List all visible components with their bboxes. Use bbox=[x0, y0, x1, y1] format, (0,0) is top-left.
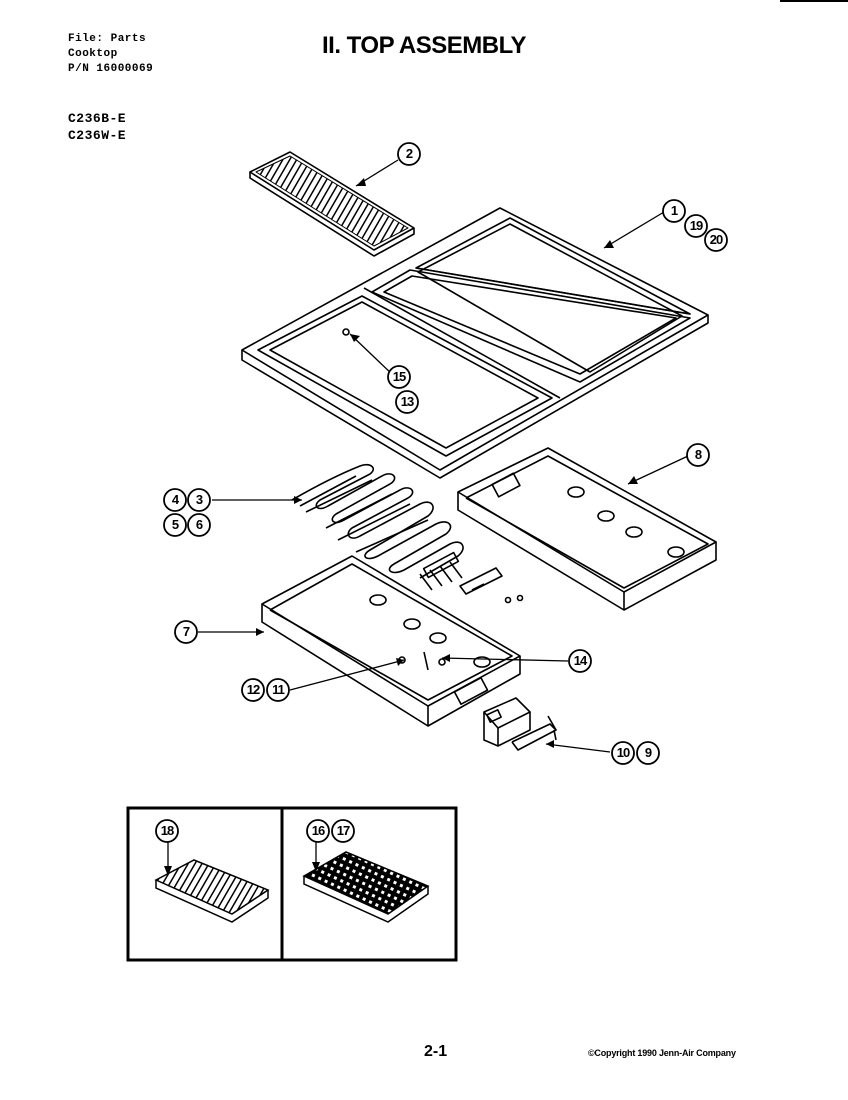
cooktop-top-frame bbox=[241, 207, 709, 479]
screw-part bbox=[342, 328, 350, 336]
callout-19-label: 19 bbox=[689, 218, 703, 233]
burner-pan-right bbox=[457, 447, 717, 611]
callout-6-label: 6 bbox=[195, 517, 203, 532]
callout-4-label: 4 bbox=[171, 492, 179, 507]
file-line: File: Parts bbox=[68, 33, 147, 45]
callout-circles bbox=[155, 142, 728, 843]
callout-15-label: 15 bbox=[392, 369, 406, 384]
burner-pan-left bbox=[261, 555, 521, 727]
accessory-inset bbox=[126, 806, 458, 962]
file-info: File: Parts Cooktop P/N 16000069 bbox=[68, 32, 153, 77]
control-switch-part bbox=[483, 697, 557, 751]
callout-16-label: 16 bbox=[311, 823, 325, 838]
model-number: C236B-E bbox=[68, 111, 127, 126]
leader-arrowheads bbox=[256, 178, 638, 748]
model-list: C236B-E C236W-E bbox=[68, 110, 126, 144]
callout-10-label: 10 bbox=[616, 745, 630, 760]
leader-lines bbox=[198, 159, 689, 753]
callout-5-label: 5 bbox=[171, 517, 179, 532]
callout-13-label: 13 bbox=[400, 394, 414, 409]
callout-11-label: 11 bbox=[272, 682, 285, 697]
part-number-line: P/N 16000069 bbox=[68, 63, 154, 75]
callout-7-label: 7 bbox=[182, 624, 190, 639]
callout-12-label: 12 bbox=[246, 682, 260, 697]
heating-element-part bbox=[291, 463, 524, 604]
top-edge-rule bbox=[780, 0, 848, 2]
callout-17-label: 17 bbox=[336, 823, 350, 838]
vent-grille-part bbox=[249, 151, 415, 257]
callout-2-label: 2 bbox=[405, 146, 413, 161]
page-number: 2-1 bbox=[424, 1043, 448, 1060]
callout-8-label: 8 bbox=[694, 447, 702, 462]
callout-18-label: 18 bbox=[160, 823, 174, 838]
copyright-notice: ©Copyright 1990 Jenn-Air Company bbox=[588, 1048, 736, 1058]
callout-3-label: 3 bbox=[195, 492, 203, 507]
callout-14-label: 14 bbox=[573, 653, 587, 668]
callout-9-label: 9 bbox=[644, 745, 652, 760]
callout-1-label: 1 bbox=[670, 203, 678, 218]
callout-20-label: 20 bbox=[709, 232, 723, 247]
model-number: C236W-E bbox=[68, 128, 127, 143]
page-title: II. TOP ASSEMBLY bbox=[322, 32, 527, 59]
product-line: Cooktop bbox=[68, 48, 118, 60]
